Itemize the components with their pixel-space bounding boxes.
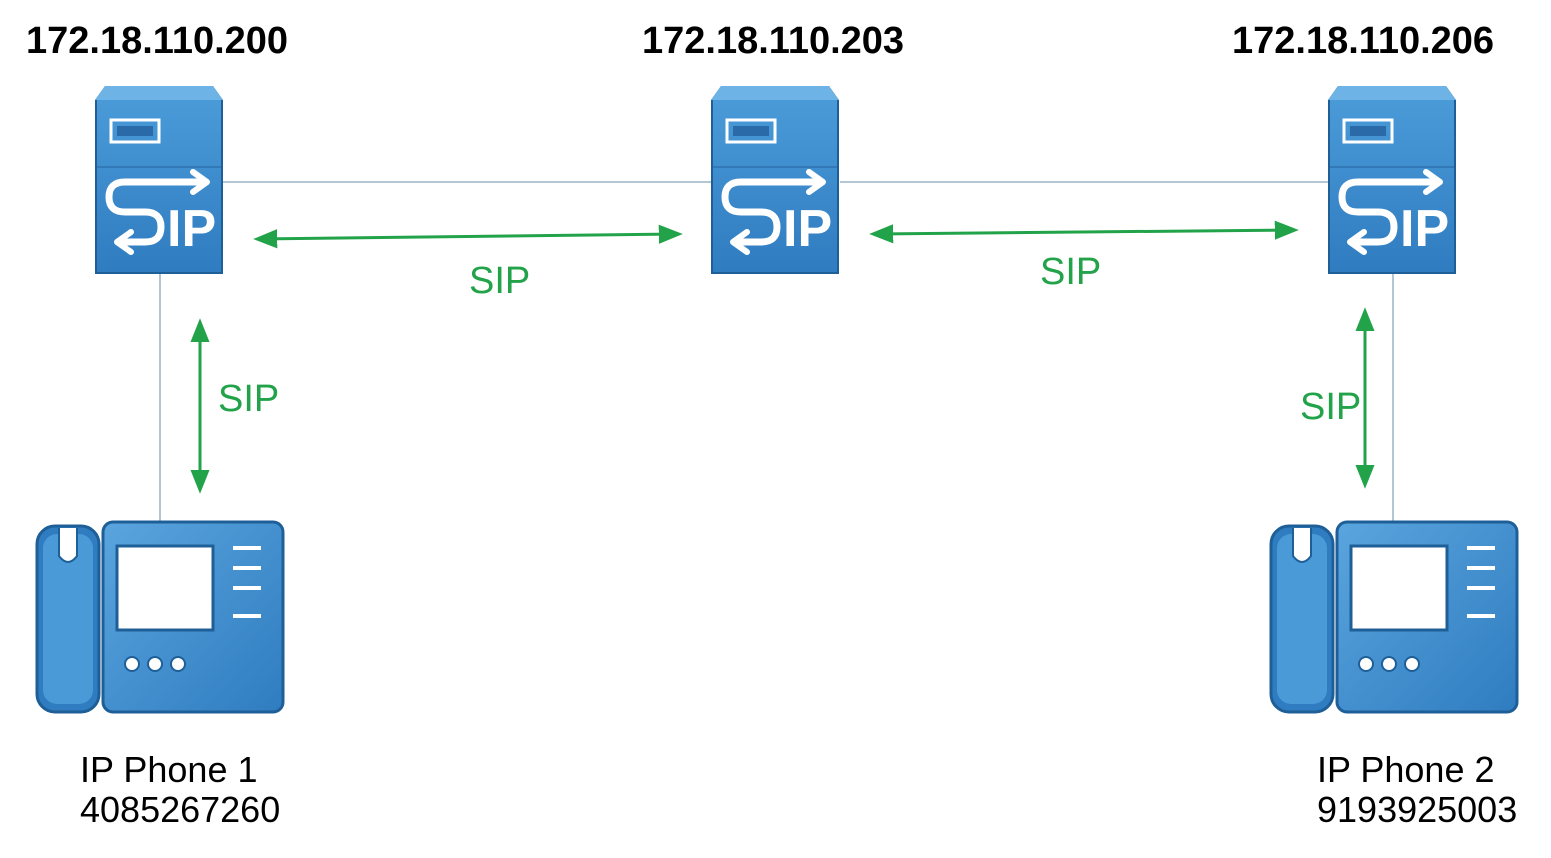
phone-label-1: IP Phone 1 4085267260 bbox=[80, 749, 281, 831]
sip-link-label-1: SIP bbox=[469, 260, 531, 302]
sip-link-label-4: SIP bbox=[1300, 386, 1362, 428]
sip-server-icon bbox=[1328, 86, 1456, 274]
sip-link-label-3: SIP bbox=[218, 378, 280, 420]
sip-server-icon bbox=[95, 86, 223, 274]
ip-phone-icon bbox=[35, 520, 285, 714]
phone-number: 9193925003 bbox=[1317, 789, 1518, 831]
ip-phone-icon bbox=[1269, 520, 1519, 714]
phone-name: IP Phone 2 bbox=[1317, 749, 1495, 790]
sip-server-icon bbox=[711, 86, 839, 274]
phone-name: IP Phone 1 bbox=[80, 749, 258, 790]
server-ip-label-2: 172.18.110.203 bbox=[642, 20, 905, 62]
sip-arrow-server2-server3 bbox=[869, 220, 1299, 244]
sip-link-label-2: SIP bbox=[1040, 251, 1102, 293]
sip-arrow-server1-server2 bbox=[253, 224, 683, 249]
phone-number: 4085267260 bbox=[80, 789, 281, 831]
server-ip-label-3: 172.18.110.206 bbox=[1232, 20, 1495, 62]
server-ip-label-1: 172.18.110.200 bbox=[26, 20, 289, 62]
phone-label-2: IP Phone 2 9193925003 bbox=[1317, 749, 1518, 831]
